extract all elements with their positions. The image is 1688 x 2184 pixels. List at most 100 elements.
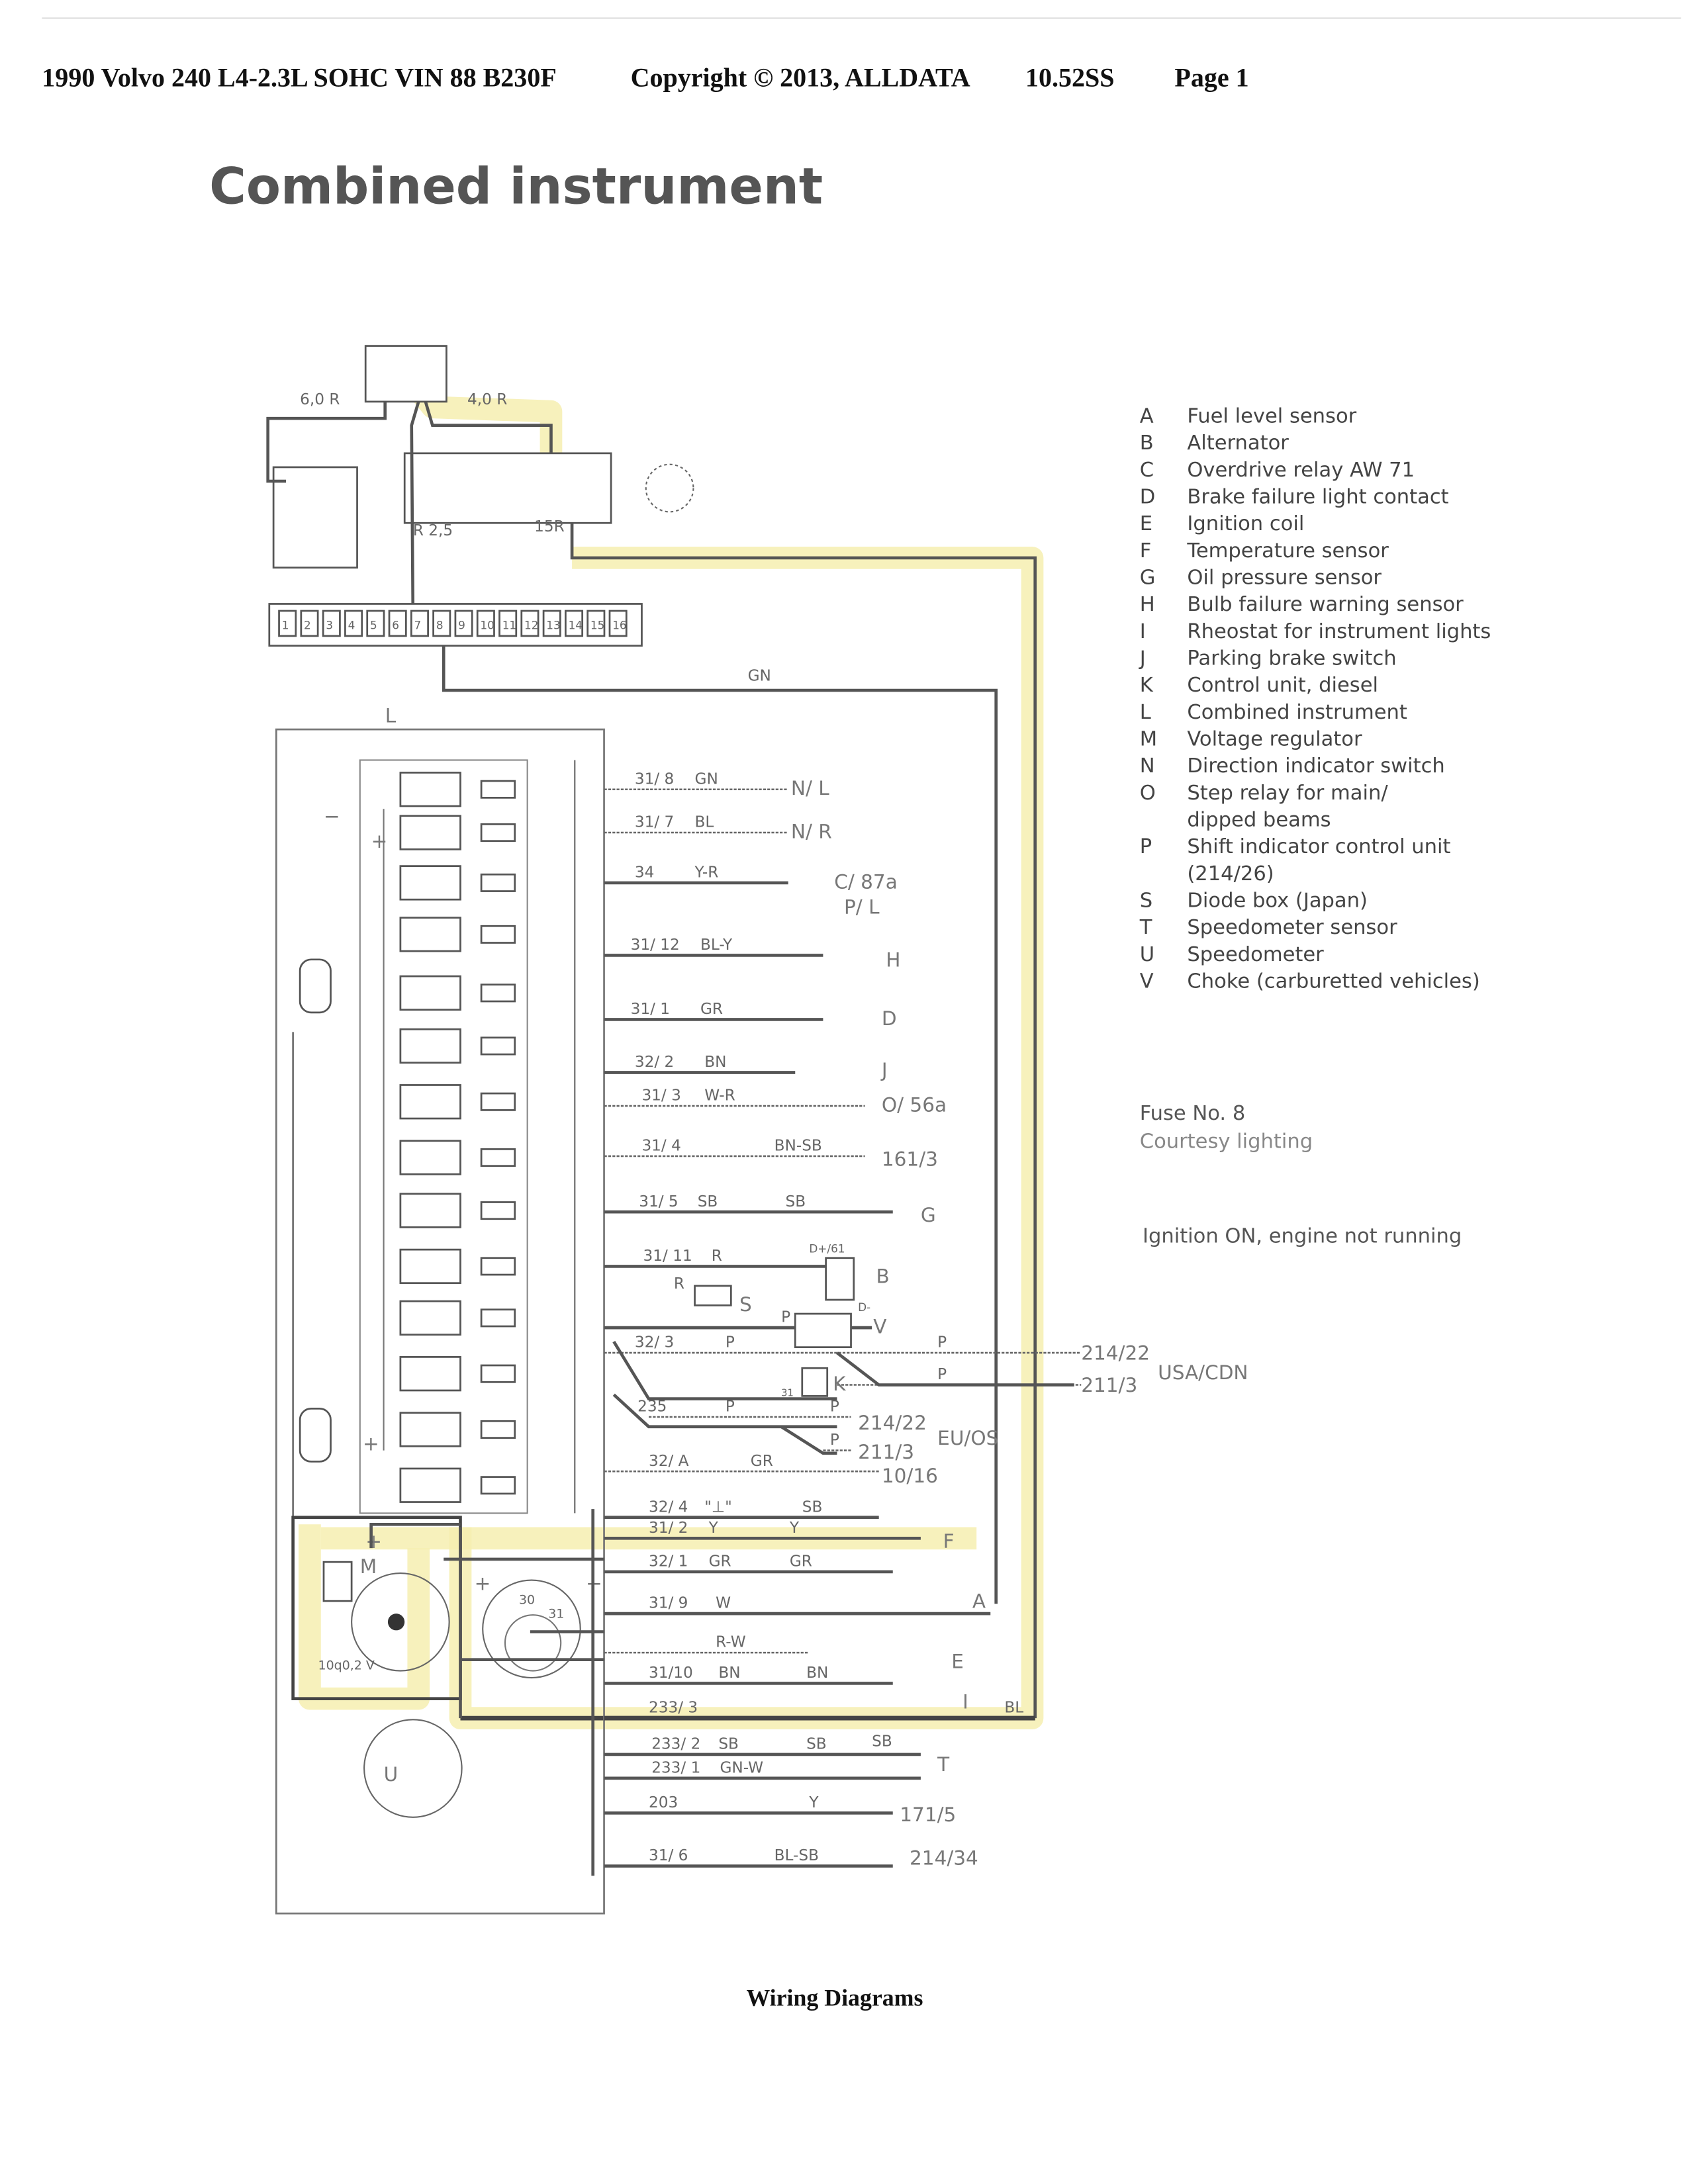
wire-destination: N/ L xyxy=(791,777,829,799)
wire-code: 31/10 xyxy=(649,1664,693,1682)
vehicle-info: 1990 Volvo 240 L4-2.3L SOHC VIN 88 B230F xyxy=(42,63,556,93)
warning-lamp-icon xyxy=(399,1193,461,1228)
lamp-socket-icon xyxy=(480,1201,516,1220)
legend-key: O xyxy=(1140,782,1156,805)
legend-key: S xyxy=(1140,889,1152,913)
legend-text: Diode box (Japan) xyxy=(1187,889,1368,913)
wire-code: 31/ 3 xyxy=(641,1087,680,1105)
warning-lamp-icon xyxy=(399,1028,461,1064)
page-title: Combined instrument xyxy=(209,158,823,216)
wire-color: W-R xyxy=(704,1087,735,1105)
wire-color: BN xyxy=(704,1053,726,1071)
legend-key: H xyxy=(1140,593,1155,616)
wire-destination: 214/22 xyxy=(1081,1342,1150,1365)
legend-text: Bulb failure warning sensor xyxy=(1187,593,1464,616)
combined-instrument-outline xyxy=(275,728,605,1915)
fuse-number: 10 xyxy=(480,618,494,631)
fuse-15 xyxy=(586,610,606,637)
legend-key: A xyxy=(1140,405,1154,428)
wire-code: 31/ 5 xyxy=(639,1193,678,1210)
wire-destination: 211/3 xyxy=(858,1441,914,1463)
warning-lamp-icon xyxy=(399,1356,461,1392)
wire-color: GR xyxy=(790,1552,812,1570)
legend-text: Overdrive relay AW 71 xyxy=(1187,459,1415,482)
wire-color: SB xyxy=(872,1732,892,1750)
legend-text: Fuel level sensor xyxy=(1187,405,1356,428)
wire-color: P xyxy=(781,1308,790,1326)
wire-color: Y xyxy=(789,1519,800,1537)
legend-text: Parking brake switch xyxy=(1187,647,1396,670)
lamp-socket-icon xyxy=(480,925,516,944)
fuse-number: 5 xyxy=(370,618,377,631)
wire-label-15r: 15R xyxy=(534,518,565,535)
wire-color: SB xyxy=(698,1193,718,1210)
fuse-14 xyxy=(565,610,584,637)
region-label: EU/OS xyxy=(937,1427,998,1449)
wire-destination: V xyxy=(873,1316,886,1338)
fuse-2 xyxy=(300,610,319,637)
fuse-4 xyxy=(344,610,363,637)
fuse-number: 2 xyxy=(304,618,311,631)
wire-color: R-W xyxy=(716,1633,746,1651)
legend-text: Speedometer sensor xyxy=(1187,916,1397,939)
wire-color: Y xyxy=(808,1794,819,1811)
legend-text: Control unit, diesel xyxy=(1187,674,1378,697)
plus-sign-gauge: + xyxy=(475,1572,491,1594)
legend-key: F xyxy=(1140,539,1152,563)
wire-code: 31/ 11 xyxy=(643,1247,692,1265)
component-label-k: K xyxy=(833,1373,846,1395)
wire-destination: 211/3 xyxy=(1081,1374,1137,1396)
fuse-number: 6 xyxy=(392,618,399,631)
legend-text: Shift indicator control unit xyxy=(1187,835,1450,858)
legend-key: V xyxy=(1140,970,1154,993)
wire-code: 31/ 1 xyxy=(631,1000,670,1018)
fuse-1 xyxy=(278,610,297,637)
fuse-number: 9 xyxy=(458,618,465,631)
wire-code: 233/ 1 xyxy=(651,1758,700,1776)
fuse-number: 1 xyxy=(282,618,289,631)
wire-code: 233/ 3 xyxy=(649,1699,698,1717)
wire-color: GR xyxy=(700,1000,723,1018)
component-label-m: M xyxy=(360,1555,377,1578)
lamp-socket-icon xyxy=(480,1036,516,1056)
wire-code: 32/ A xyxy=(649,1452,689,1470)
fuse-6 xyxy=(388,610,407,637)
wire-code: 31/ 12 xyxy=(631,936,680,954)
legend-key: I xyxy=(1140,620,1146,643)
page-number: Page 1 xyxy=(1174,63,1248,93)
condition-note: Ignition ON, engine not running xyxy=(1143,1225,1462,1248)
wire-color: BL xyxy=(695,813,714,831)
legend-text: Speedometer xyxy=(1187,943,1324,966)
wire-code: 32/ 1 xyxy=(649,1552,688,1570)
fuse-10 xyxy=(476,610,495,637)
control-unit-icon xyxy=(801,1367,829,1397)
legend-text: Temperature sensor xyxy=(1186,539,1389,563)
terminal-label: 31 xyxy=(781,1387,794,1398)
wire-destination: 214/34 xyxy=(910,1846,978,1869)
indicator-lamps xyxy=(399,772,516,1503)
wire-destination: T xyxy=(937,1753,950,1776)
wire-label-gn: GN xyxy=(748,666,771,684)
wire-destination: B xyxy=(876,1265,889,1288)
legend-key: D xyxy=(1140,486,1156,509)
wire-destination: I xyxy=(962,1690,968,1713)
warning-lamp-icon xyxy=(399,1084,461,1120)
wire-destination: J xyxy=(880,1059,888,1081)
wire-destination: 214/22 xyxy=(858,1412,927,1434)
wire-color: P xyxy=(726,1398,735,1416)
terminal-30: 30 xyxy=(519,1592,535,1607)
warning-lamp-icon xyxy=(399,1412,461,1447)
wire-color: GN-W xyxy=(720,1758,763,1776)
wire-color: SB xyxy=(806,1735,827,1753)
fuel-gauge xyxy=(482,1579,581,1679)
fuse-9 xyxy=(454,610,473,637)
legend-key: G xyxy=(1140,567,1156,590)
legend-text-continued: dipped beams xyxy=(1187,809,1331,832)
diode-box-icon xyxy=(694,1285,732,1306)
legend-text: Brake failure light contact xyxy=(1187,486,1448,509)
fuse-label: Fuse No. 8 xyxy=(1140,1102,1246,1125)
notes: Fuse No. 8 Courtesy lighting Ignition ON… xyxy=(1140,1102,1462,1248)
ground-symbol: "⊥" xyxy=(704,1498,732,1516)
wire-color: BN xyxy=(718,1664,740,1682)
fuse-number: 13 xyxy=(546,618,560,631)
